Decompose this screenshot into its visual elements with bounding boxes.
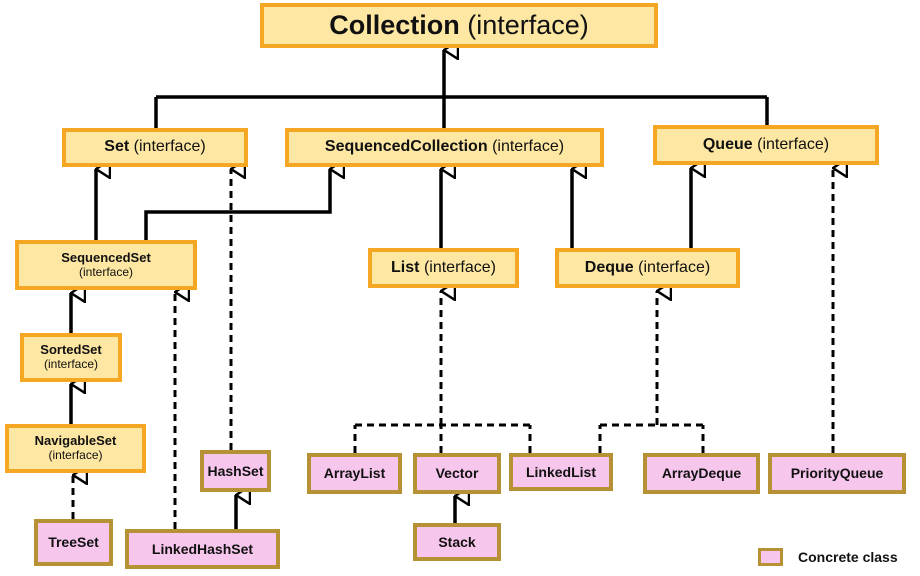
linkedhashset-class-node: LinkedHashSet [125, 529, 280, 569]
sorted-set-interface-node: SortedSet (interface) [20, 333, 122, 382]
priorityqueue-name: PriorityQueue [790, 465, 884, 482]
vector-name: Vector [435, 465, 479, 482]
legend-concrete-swatch [758, 548, 783, 566]
list-name: List [391, 258, 420, 276]
linkedlist-class-node: LinkedList [509, 453, 613, 491]
sequenced-collection-interface-node: SequencedCollection (interface) [285, 128, 604, 167]
sequenced-set-interface-node: SequencedSet (interface) [15, 240, 197, 290]
treeset-name: TreeSet [48, 534, 99, 551]
legend-concrete-label: Concrete class [798, 549, 898, 565]
edge-seqset-seqcoll [144, 169, 330, 240]
list-qualifier: (interface) [423, 258, 496, 276]
treeset-class-node: TreeSet [34, 519, 113, 566]
sorted-set-name: SortedSet [40, 342, 102, 358]
set-interface-node: Set (interface) [62, 128, 248, 167]
stack-class-node: Stack [413, 523, 501, 561]
sorted-set-qualifier: (interface) [43, 357, 99, 372]
hashset-name: HashSet [207, 462, 264, 479]
linkedhashset-name: LinkedHashSet [151, 540, 254, 557]
sequenced-set-qualifier: (interface) [78, 264, 134, 279]
navigable-set-qualifier: (interface) [48, 448, 103, 463]
set-name: Set [104, 138, 130, 156]
navigable-set-name: NavigableSet [34, 433, 117, 449]
collection-interface-node: Collection (interface) [260, 3, 658, 48]
queue-interface-node: Queue (interface) [653, 125, 879, 165]
collection-name: Collection [329, 9, 460, 40]
sequenced-collection-name: SequencedCollection [324, 138, 488, 156]
arraydeque-name: ArrayDeque [661, 465, 742, 482]
arraylist-name: ArrayList [323, 465, 386, 482]
queue-name: Queue [702, 135, 753, 153]
deque-name: Deque [584, 258, 634, 276]
set-qualifier: (interface) [133, 138, 206, 156]
list-interface-node: List (interface) [368, 248, 519, 288]
arraydeque-class-node: ArrayDeque [643, 453, 760, 494]
sequenced-collection-qualifier: (interface) [492, 138, 565, 156]
queue-qualifier: (interface) [757, 135, 830, 153]
deque-qualifier: (interface) [638, 258, 711, 276]
collection-qualifier: (interface) [467, 9, 589, 40]
arraylist-class-node: ArrayList [307, 453, 402, 494]
deque-interface-node: Deque (interface) [555, 248, 740, 288]
sequenced-set-name: SequencedSet [61, 249, 151, 265]
linkedlist-name: LinkedList [525, 463, 596, 480]
priorityqueue-class-node: PriorityQueue [768, 453, 906, 494]
vector-class-node: Vector [413, 453, 501, 494]
stack-name: Stack [438, 533, 476, 550]
navigable-set-interface-node: NavigableSet (interface) [5, 424, 146, 473]
hashset-class-node: HashSet [200, 450, 271, 492]
